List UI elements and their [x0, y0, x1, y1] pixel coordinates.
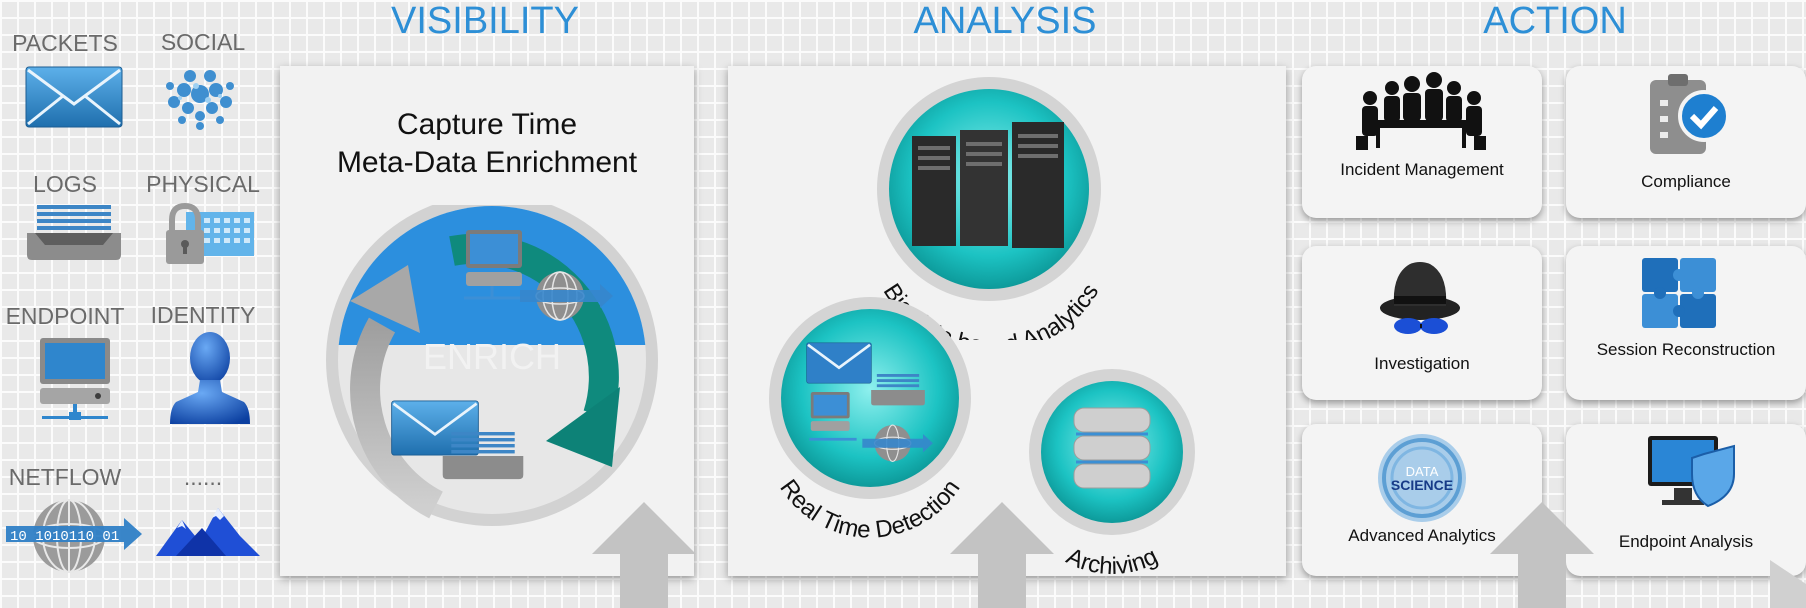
mountains-icon: [156, 508, 260, 556]
computer-icon: [40, 338, 110, 420]
data-science-badge-icon: DATA SCIENCE: [1378, 434, 1466, 522]
up-arrow-visibility: [592, 502, 696, 608]
card-label-advanced-analytics: Advanced Analytics: [1348, 526, 1496, 545]
enrich-globe-icon: [520, 271, 613, 321]
header-action: ACTION: [1483, 0, 1627, 42]
card-advanced-analytics[interactable]: DATA SCIENCE Advanced Analytics: [1302, 424, 1542, 576]
data-science-line1: DATA: [1406, 464, 1439, 479]
realtime-envelope-icon: [806, 342, 872, 384]
card-compliance[interactable]: Compliance: [1566, 66, 1806, 218]
data-science-line2: SCIENCE: [1391, 477, 1453, 493]
up-arrow-action: [1490, 502, 1594, 608]
realtime-globe-icon: [862, 424, 933, 463]
enrich-label: ENRICH: [422, 336, 561, 377]
source-label-logs: LOGS: [33, 171, 97, 197]
enrich-envelope-icon: [391, 400, 479, 456]
database-icon: [1073, 407, 1151, 489]
header-analysis: ANALYSIS: [913, 0, 1097, 42]
padlock-keypad-icon: [166, 202, 254, 264]
monitor-shield-icon: [1648, 436, 1735, 508]
envelope-icon: [25, 66, 123, 128]
source-label-identity: IDENTITY: [150, 302, 256, 328]
card-session-reconstruction[interactable]: Session Reconstruction: [1566, 246, 1806, 400]
arrow-edge-right: [1770, 560, 1806, 608]
person-bust-icon: [170, 332, 250, 424]
source-label-more: ......: [183, 464, 223, 490]
archiving-label: Archiving: [1062, 543, 1162, 580]
realtime-computer-icon: [809, 392, 857, 441]
log-tray-icon: [27, 205, 121, 260]
visibility-title-line1: Capture Time: [396, 108, 578, 141]
clipboard-check-icon: [1650, 74, 1730, 154]
visibility-title-line2: Meta-Data Enrichment: [336, 146, 638, 179]
card-incident-management[interactable]: Incident Management: [1302, 66, 1542, 218]
realtime-label: Real Time Detection: [774, 475, 965, 544]
card-endpoint-analysis[interactable]: Endpoint Analysis: [1566, 424, 1806, 576]
card-label-endpoint-analysis: Endpoint Analysis: [1618, 532, 1754, 551]
source-label-social: SOCIAL: [160, 29, 246, 55]
card-label-session-reconstruction: Session Reconstruction: [1596, 340, 1776, 359]
svg-text:Real Time Detection: Real Time Detection: [774, 475, 965, 544]
meeting-silhouette-icon: [1356, 72, 1486, 150]
header-visibility: VISIBILITY: [391, 0, 579, 42]
up-arrow-analysis: [950, 502, 1054, 608]
source-label-physical: PHYSICAL: [146, 171, 260, 197]
card-label-compliance: Compliance: [1641, 172, 1731, 191]
card-label-investigation: Investigation: [1374, 354, 1470, 373]
card-label-incident-management: Incident Management: [1340, 160, 1504, 179]
social-cloud-icon: [166, 70, 234, 130]
globe-binary-icon: 10 1010110 01: [6, 499, 142, 573]
realtime-curved-label-wrap: Real Time Detection: [774, 475, 965, 544]
source-label-packets: PACKETS: [12, 30, 118, 56]
card-investigation[interactable]: Investigation: [1302, 246, 1542, 400]
svg-text:Archiving: Archiving: [1062, 543, 1162, 580]
server-rack-icon: [912, 122, 1064, 248]
svg-text:10 1010110 01: 10 1010110 01: [10, 529, 119, 545]
archiving-curved-label-wrap: Archiving: [1062, 543, 1162, 580]
enrich-computer-icon: [464, 230, 532, 300]
source-label-endpoint: ENDPOINT: [5, 303, 125, 329]
source-label-netflow: NETFLOW: [8, 464, 122, 490]
puzzle-icon: [1642, 258, 1716, 328]
detective-hat-icon: [1380, 262, 1460, 334]
enrich-log-icon: [442, 432, 524, 480]
realtime-log-icon: [871, 374, 925, 406]
